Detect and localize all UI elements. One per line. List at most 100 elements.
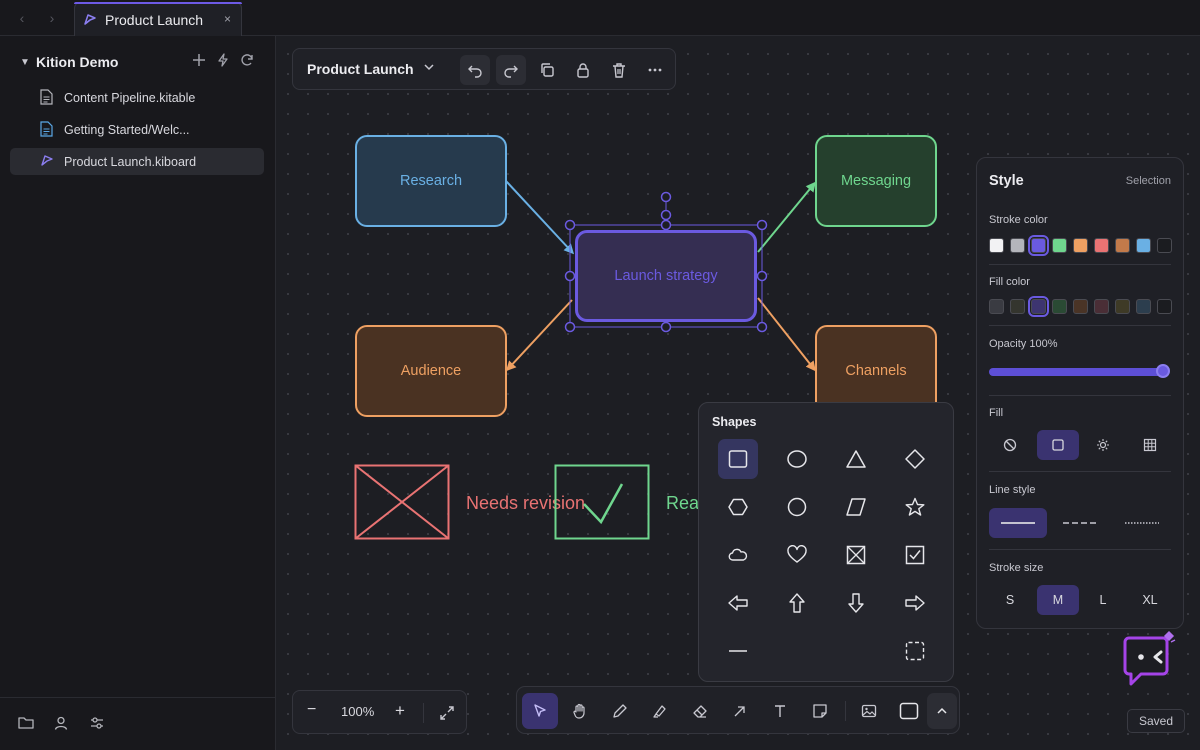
fill-semi-option[interactable] [1082,430,1124,460]
workspace-header[interactable]: ▼ Kition Demo [20,52,118,72]
sidebar-item-content-pipeline[interactable]: Content Pipeline.kitable [10,84,264,111]
fill-color-swatch[interactable] [1157,299,1172,314]
eraser-tool[interactable] [682,693,718,729]
node-research[interactable]: Research [355,135,507,227]
user-icon[interactable] [54,716,68,730]
fill-none-option[interactable] [989,430,1031,460]
shape-diamond[interactable] [895,439,935,479]
shape-menu-toggle[interactable] [927,693,957,729]
stroke-color-swatch[interactable] [1073,238,1088,253]
x-box-shape[interactable] [354,464,450,540]
more-button[interactable] [640,55,670,85]
lock-button[interactable] [568,55,598,85]
fill-color-swatch[interactable] [1052,299,1067,314]
line-solid-option[interactable] [989,508,1047,538]
line-style-label: Line style [989,484,1036,496]
fill-color-swatch[interactable] [1010,299,1025,314]
stroke-color-swatch[interactable] [1028,235,1049,256]
line-dotted-option[interactable] [1113,508,1171,538]
fill-color-swatch[interactable] [989,299,1004,314]
no-fill-icon [1003,438,1017,452]
shape-ellipse[interactable] [777,439,817,479]
size-xl-option[interactable]: XL [1142,593,1158,607]
note-tool[interactable] [802,693,838,729]
shape-tool[interactable] [891,693,927,729]
pencil-tool[interactable] [602,693,638,729]
delete-button[interactable] [604,55,634,85]
refresh-icon[interactable] [239,52,255,68]
back-arrow-icon[interactable]: ‹ [19,10,25,26]
check-box-shape[interactable] [554,464,650,540]
shape-arrow-right[interactable] [895,583,935,623]
node-audience[interactable]: Audience [355,325,507,417]
arrow-tool[interactable] [722,693,758,729]
stroke-color-swatch[interactable] [1010,238,1025,253]
text-tool[interactable] [762,693,798,729]
size-m-option[interactable]: M [1037,585,1079,615]
node-messaging[interactable]: Messaging [815,135,937,227]
shape-parallelogram[interactable] [836,487,876,527]
tab-product-launch[interactable]: Product Launch × [74,2,242,36]
assistant-mascot-icon[interactable] [1123,630,1179,690]
fill-pattern-option[interactable] [1129,430,1171,460]
chevron-down-icon[interactable]: ▼ [20,56,30,68]
shape-triangle[interactable] [836,439,876,479]
shape-check-box[interactable] [895,535,935,575]
forward-arrow-icon[interactable]: › [49,10,55,26]
sidebar: ▼ Kition Demo Content Pipeline.kitable G… [0,36,276,750]
line-dashed-option[interactable] [1051,508,1109,538]
fill-color-swatch[interactable] [1094,299,1109,314]
plus-icon[interactable] [191,52,207,68]
node-launch-strategy[interactable]: Launch strategy [575,230,757,322]
shape-x-box[interactable] [836,535,876,575]
opacity-slider-track[interactable] [989,368,1169,376]
fill-color-swatch[interactable] [1028,296,1049,317]
size-l-option[interactable]: L [1099,593,1107,607]
size-s-option[interactable]: S [1005,593,1015,607]
opacity-slider-thumb[interactable] [1156,364,1170,378]
hand-tool[interactable] [562,693,598,729]
stroke-color-swatch[interactable] [1052,238,1067,253]
shape-star[interactable] [895,487,935,527]
lightning-icon[interactable] [215,52,231,68]
fill-solid-option[interactable] [1037,430,1079,460]
sidebar-item-getting-started[interactable]: Getting Started/Welc... [10,116,264,143]
fill-color-swatch[interactable] [1115,299,1130,314]
zoom-out-button[interactable]: − [307,701,317,718]
close-icon[interactable]: × [223,12,231,26]
shape-heart[interactable] [777,535,817,575]
shape-oval[interactable] [777,487,817,527]
shape-line[interactable] [718,631,758,671]
stroke-color-swatch[interactable] [1157,238,1172,253]
zoom-in-button[interactable]: + [395,701,405,720]
stroke-color-swatch[interactable] [989,238,1004,253]
label-ready[interactable]: Rea [666,493,700,513]
fill-color-swatch[interactable] [1073,299,1088,314]
stroke-color-swatch[interactable] [1094,238,1109,253]
redo-button[interactable] [496,55,526,85]
image-tool[interactable] [851,693,887,729]
chevron-down-icon[interactable] [423,61,435,73]
shape-arrow-up[interactable] [777,583,817,623]
folder-icon[interactable] [18,716,34,730]
undo-button[interactable] [460,55,490,85]
zoom-level[interactable]: 100% [341,704,375,719]
shape-frame[interactable] [895,631,935,671]
highlighter-tool[interactable] [642,693,678,729]
shape-rectangle[interactable] [718,439,758,479]
select-tool[interactable] [522,693,558,729]
node-channels[interactable]: Channels [815,325,937,417]
stroke-color-swatch[interactable] [1115,238,1130,253]
shape-arrow-down[interactable] [836,583,876,623]
fit-screen-icon[interactable] [439,705,455,721]
stroke-color-swatch[interactable] [1136,238,1151,253]
shape-arrow-left[interactable] [718,583,758,623]
sidebar-item-product-launch[interactable]: Product Launch.kiboard [10,148,264,175]
shape-hexagon[interactable] [718,487,758,527]
shape-cloud[interactable] [718,535,758,575]
duplicate-button[interactable] [532,55,562,85]
settings-sliders-icon[interactable] [90,716,104,730]
board-title[interactable]: Product Launch [307,61,414,77]
fill-color-swatch[interactable] [1136,299,1151,314]
